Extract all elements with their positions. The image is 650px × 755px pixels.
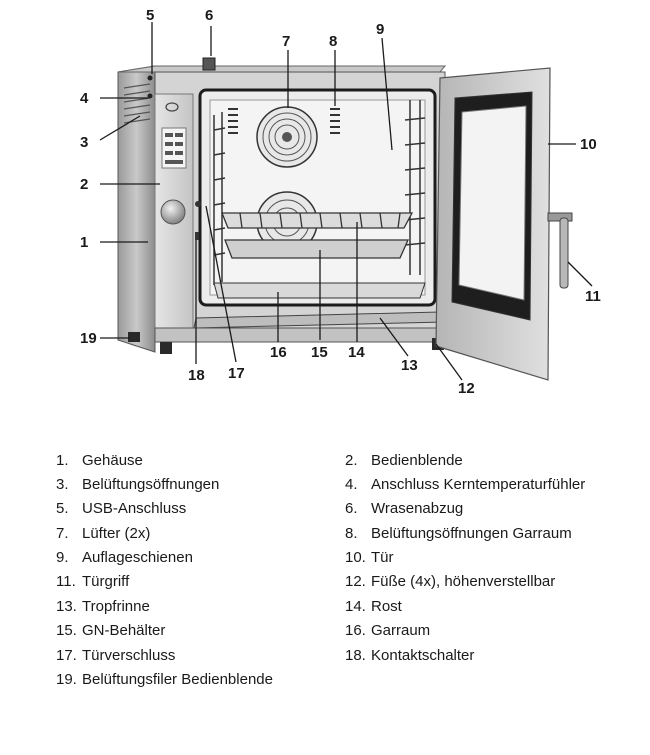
legend-item-5: 5. USB-Anschluss bbox=[56, 500, 186, 518]
legend-label: Bedienblende bbox=[371, 452, 463, 469]
legend-item-16: 16. Garraum bbox=[345, 622, 430, 640]
legend-label: Anschluss Kerntemperaturfühler bbox=[371, 476, 586, 493]
legend-label: GN-Behälter bbox=[82, 622, 166, 639]
legend-num: 5. bbox=[56, 500, 69, 517]
legend-num: 9. bbox=[56, 549, 69, 566]
legend-num: 19. bbox=[56, 671, 77, 688]
legend-num: 1. bbox=[56, 452, 69, 469]
callout-12: 12 bbox=[458, 380, 475, 397]
steam-vent bbox=[202, 57, 216, 71]
callout-8: 8 bbox=[329, 33, 337, 50]
legend-item-4: 4. Anschluss Kerntemperaturfühler bbox=[345, 476, 585, 494]
legend-label: Füße (4x), höhenverstellbar bbox=[371, 573, 556, 590]
brand-logo bbox=[165, 102, 179, 112]
fan-upper bbox=[256, 106, 318, 168]
legend-item-8: 8. Belüftungsöffnungen Garraum bbox=[345, 525, 572, 543]
callout-2: 2 bbox=[80, 176, 88, 193]
callout-17: 17 bbox=[228, 365, 245, 382]
legend-num: 4. bbox=[345, 476, 358, 493]
oven-base bbox=[154, 327, 446, 343]
chamber-vents bbox=[228, 108, 340, 134]
legend: 1. Gehäuse 3. Belüftungsöffnungen 5. USB-An… bbox=[0, 448, 650, 698]
legend-num: 3. bbox=[56, 476, 69, 493]
callout-10: 10 bbox=[580, 136, 597, 153]
callout-18: 18 bbox=[188, 367, 205, 384]
callout-labels: 1 2 3 4 5 6 7 8 9 10 11 12 13 14 15 16 1… bbox=[80, 7, 601, 397]
legend-label: Tropfrinne bbox=[82, 598, 150, 615]
legend-num: 14. bbox=[345, 598, 366, 615]
callout-3: 3 bbox=[80, 134, 88, 151]
legend-label: Belüftungsöffnungen Garraum bbox=[371, 525, 572, 542]
wire-rack bbox=[221, 212, 414, 229]
door-latch bbox=[195, 201, 201, 207]
legend-item-6: 6. Wrasenabzug bbox=[345, 500, 463, 518]
legend-num: 16. bbox=[345, 622, 366, 639]
legend-item-3: 3. Belüftungsöffnungen bbox=[56, 476, 219, 494]
legend-item-11: 11. Türgriff bbox=[56, 573, 129, 591]
usb-port bbox=[147, 75, 153, 81]
legend-item-7: 7. Lüfter (2x) bbox=[56, 525, 150, 543]
legend-item-2: 2. Bedienblende bbox=[345, 452, 463, 470]
callout-5: 5 bbox=[146, 7, 154, 24]
oven-side-panel bbox=[117, 65, 156, 353]
legend-label: USB-Anschluss bbox=[82, 500, 187, 517]
legend-num: 18. bbox=[345, 647, 366, 664]
legend-item-15: 15. GN-Behälter bbox=[56, 622, 165, 640]
oven-door bbox=[435, 67, 573, 381]
door-handle bbox=[547, 212, 573, 289]
legend-num: 6. bbox=[345, 500, 358, 517]
legend-item-17: 17. Türverschluss bbox=[56, 647, 175, 665]
callout-14: 14 bbox=[348, 344, 365, 361]
oven-top bbox=[117, 65, 447, 73]
legend-num: 13. bbox=[56, 598, 77, 615]
legend-num: 11. bbox=[56, 573, 76, 590]
probe-port bbox=[147, 93, 153, 99]
display-buttons bbox=[165, 133, 183, 164]
legend-label: Lüfter (2x) bbox=[82, 525, 151, 542]
legend-label: Wrasenabzug bbox=[371, 500, 464, 517]
callout-9: 9 bbox=[376, 21, 384, 38]
callout-7: 7 bbox=[282, 33, 290, 50]
callout-13: 13 bbox=[401, 357, 418, 374]
legend-label: Türgriff bbox=[82, 573, 130, 590]
shelf-rails bbox=[213, 100, 426, 285]
legend-item-18: 18. Kontaktschalter bbox=[345, 647, 474, 665]
legend-item-9: 9. Auflageschienen bbox=[56, 549, 193, 567]
callout-16: 16 bbox=[270, 344, 287, 361]
callout-4: 4 bbox=[80, 90, 89, 107]
legend-num: 17. bbox=[56, 647, 77, 664]
legend-num: 2. bbox=[345, 452, 358, 469]
legend-label: Rost bbox=[371, 598, 402, 615]
legend-num: 10. bbox=[345, 549, 366, 566]
legend-label: Türverschluss bbox=[82, 647, 176, 664]
callout-19: 19 bbox=[80, 330, 97, 347]
legend-num: 8. bbox=[345, 525, 358, 542]
legend-num: 15. bbox=[56, 622, 77, 639]
legend-label: Tür bbox=[371, 549, 394, 566]
legend-label: Kontaktschalter bbox=[371, 647, 475, 664]
callout-11: 11 bbox=[585, 288, 601, 305]
legend-item-14: 14. Rost bbox=[345, 598, 402, 616]
legend-label: Gehäuse bbox=[82, 452, 143, 469]
callout-6: 6 bbox=[205, 7, 213, 24]
contact-switch bbox=[195, 232, 199, 240]
legend-item-19: 19. Belüftungsfiler Bedienblende bbox=[56, 671, 273, 689]
control-knob bbox=[160, 199, 186, 225]
legend-label: Belüftungsfiler Bedienblende bbox=[82, 671, 273, 688]
gn-container bbox=[224, 239, 410, 259]
oven-diagram: 1 2 3 4 5 6 7 8 9 10 11 12 13 14 15 16 1… bbox=[80, 7, 601, 397]
legend-num: 7. bbox=[56, 525, 69, 542]
legend-label: Garraum bbox=[371, 622, 431, 639]
legend-num: 12. bbox=[345, 573, 366, 590]
callout-1: 1 bbox=[80, 234, 88, 251]
legend-label: Belüftungsöffnungen bbox=[82, 476, 220, 493]
callout-15: 15 bbox=[311, 344, 328, 361]
legend-item-1: 1. Gehäuse bbox=[56, 452, 143, 470]
legend-item-12: 12. Füße (4x), höhenverstellbar bbox=[345, 573, 555, 591]
leader-lines bbox=[99, 22, 593, 381]
oven-body bbox=[117, 57, 447, 354]
legend-label: Auflageschienen bbox=[82, 549, 193, 566]
legend-item-13: 13. Tropfrinne bbox=[56, 598, 150, 616]
legend-item-10: 10. Tür bbox=[345, 549, 394, 567]
